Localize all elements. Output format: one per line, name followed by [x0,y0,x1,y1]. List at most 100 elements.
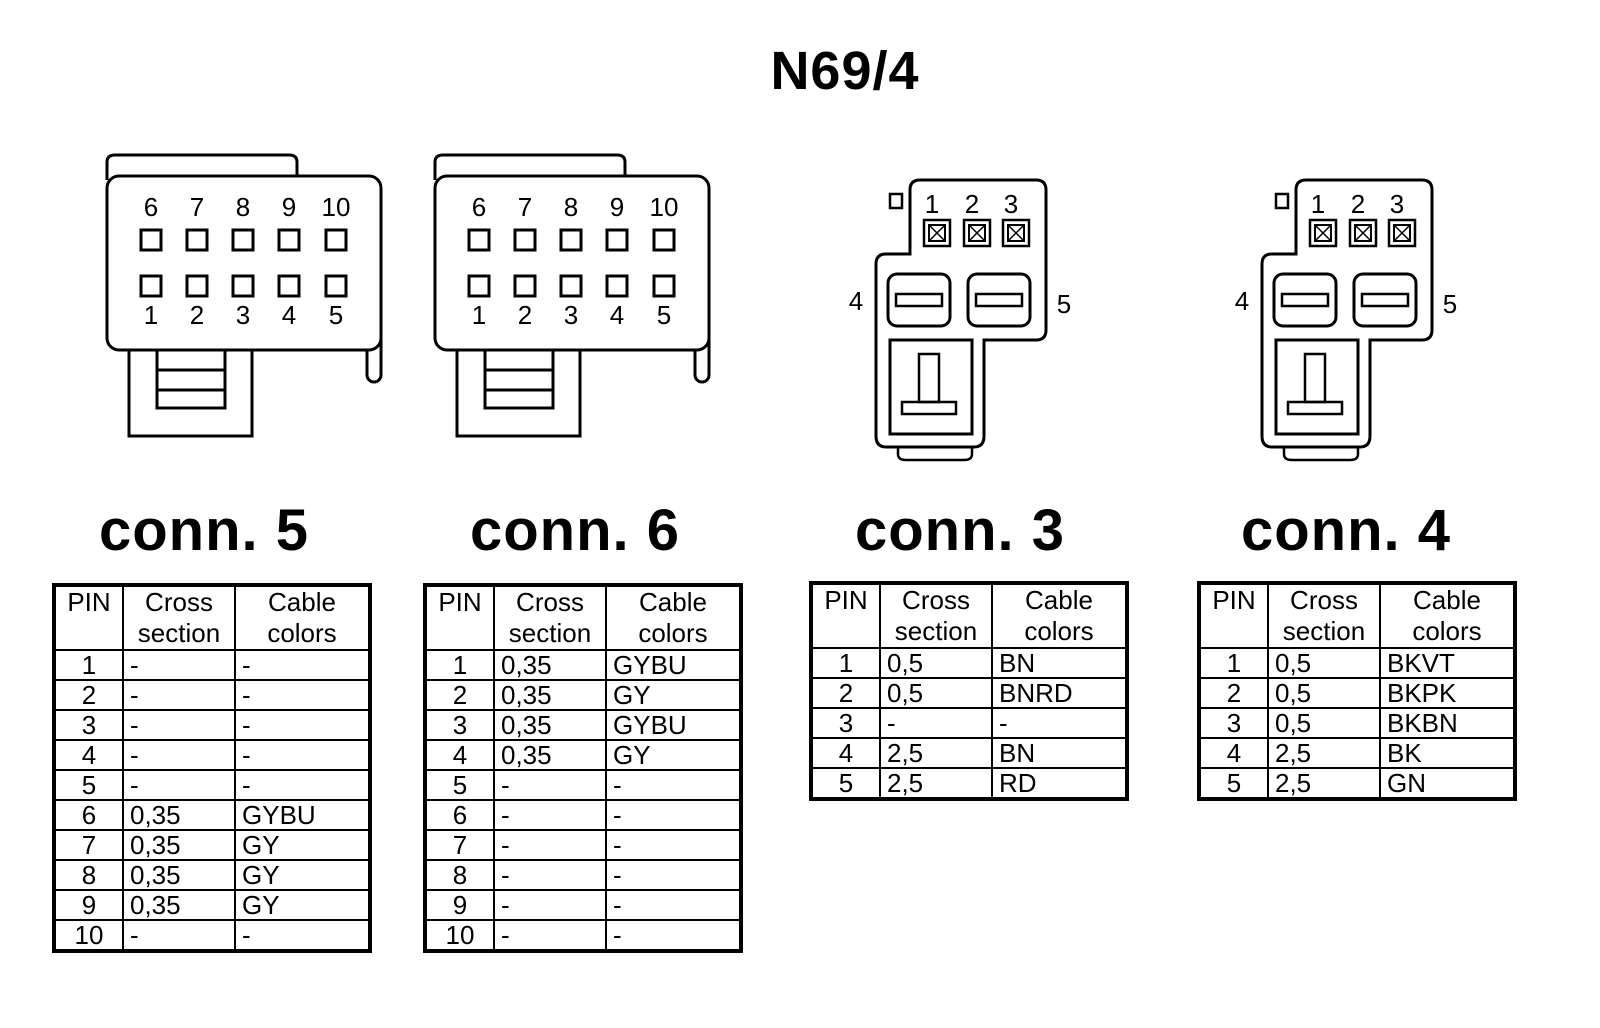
table-row: 3-- [53,709,371,741]
table-row: 6-- [424,799,742,831]
pin-socket [277,274,301,298]
pin-socket [277,228,301,252]
pin-number-cell: 4 [424,739,495,771]
pin-number-cell: 4 [810,737,881,769]
cable-color-cell: GY [234,859,371,891]
pin-header: PIN [810,582,881,649]
pin-number-cell: 6 [424,799,495,831]
pin-label: 1 [144,300,158,330]
pin-number-cell: 10 [424,919,495,952]
cross-section-cell: 0,35 [493,739,607,771]
pin-number-cell: 8 [53,859,124,891]
pin-socket [1308,218,1338,248]
connector-6-label: conn. 6 [469,498,681,563]
pin-socket [185,274,209,298]
pin-number-cell: 1 [810,647,881,679]
table-row: 5-- [424,769,742,801]
cable-colors-header: Cable colors [991,582,1128,649]
cross-section-cell: 0,5 [1267,647,1381,679]
pin-socket [605,274,629,298]
pin-label: 3 [1004,189,1018,219]
pin-number-cell: 1 [53,649,124,681]
pin-label: 5 [1057,289,1071,319]
pin-socket [513,274,537,298]
pin-number-cell: 9 [424,889,495,921]
table-row: 5-- [53,769,371,801]
pin-socket [324,274,348,298]
pin-label: 6 [472,192,486,222]
pin-label: 4 [849,286,863,316]
key-tab [888,192,904,210]
cross-section-cell: 0,5 [879,677,993,709]
pin-number-cell: 2 [424,679,495,711]
pin-number-cell: 4 [53,739,124,771]
pin-header: PIN [1198,582,1269,649]
pin-number-cell: 2 [810,677,881,709]
cross-section-cell: - [493,919,607,952]
pin-number-cell: 3 [424,709,495,741]
cable-color-cell: - [234,739,371,771]
cross-section-cell: - [879,707,993,739]
cable-color-cell: BKVT [1379,647,1516,679]
pin-number-cell: 3 [1198,707,1269,739]
table-row: 8-- [424,859,742,891]
table-row: 7-- [424,829,742,861]
table-row: 9-- [424,889,742,921]
pin-socket [467,274,491,298]
pin-label: 1 [1311,189,1325,219]
pin-number-cell: 5 [1198,767,1269,800]
pin-number-cell: 7 [53,829,124,861]
power-socket [886,272,952,328]
power-contact [974,292,1024,308]
pin-label: 5 [657,300,671,330]
pin-socket-cross [1314,224,1332,242]
bottom-foot [1282,448,1360,462]
cable-colors-header: Cable colors [1379,582,1516,649]
table-row: 10-- [424,919,742,952]
cross-section-cell: - [122,919,236,952]
cable-color-cell: - [605,829,742,861]
connector-3-label: conn. 3 [854,498,1066,563]
pin-label: 2 [1351,189,1365,219]
pin-label: 6 [144,192,158,222]
diagram-title: N69/4 [770,41,920,101]
power-contact [1360,292,1410,308]
pin-socket [1001,218,1031,248]
cross-section-cell: 0,5 [879,647,993,679]
pin-socket [231,274,255,298]
cross-section-header: Cross section [122,584,236,651]
cross-section-cell: - [493,859,607,891]
table-row: 1-- [53,649,371,681]
pin-socket-cross [928,224,946,242]
cable-color-cell: - [605,889,742,921]
pin-socket [652,274,676,298]
pin-socket [324,228,348,252]
pin-socket-inner [1393,224,1411,242]
cable-color-cell: GY [605,679,742,711]
pin-socket [605,228,629,252]
housing-top-lip [433,153,627,180]
pin-number-cell: 7 [424,829,495,861]
pin-label: 2 [518,300,532,330]
pin-label: 10 [322,192,351,222]
pin-label: 2 [190,300,204,330]
pin-label: 10 [650,192,679,222]
pin-socket [231,228,255,252]
cross-section-cell: 0,35 [493,709,607,741]
pin-label: 9 [282,192,296,222]
pin-socket-inner [1007,224,1025,242]
cross-section-header: Cross section [879,582,993,649]
cross-section-header: Cross section [1267,582,1381,649]
